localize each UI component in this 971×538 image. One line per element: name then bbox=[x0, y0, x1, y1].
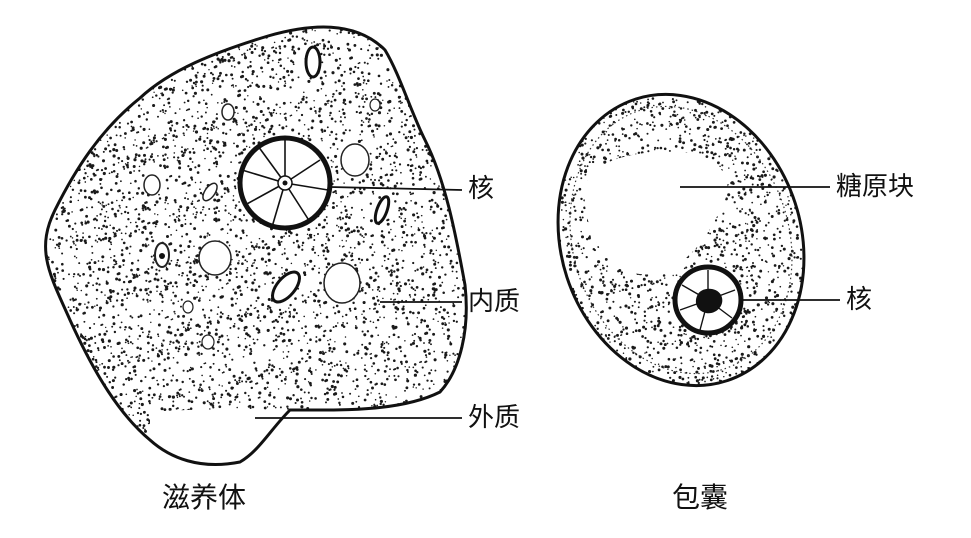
cyst-cell bbox=[521, 62, 841, 418]
label-ectoplasm: 外质 bbox=[468, 405, 520, 431]
label-glycogen: 糖原块 bbox=[836, 174, 914, 200]
trophozoite-nucleus bbox=[240, 138, 330, 228]
caption-trophozoite: 滋养体 bbox=[162, 484, 246, 512]
trophozoite-cell bbox=[34, 19, 476, 477]
cyst-nucleus bbox=[675, 267, 741, 333]
label-endoplasm: 内质 bbox=[468, 289, 520, 315]
glycogen-mass bbox=[585, 152, 728, 275]
label-cyst-nucleus: 核 bbox=[846, 287, 872, 313]
label-trophozoite-nucleus: 核 bbox=[468, 176, 494, 202]
caption-cyst: 包囊 bbox=[672, 484, 728, 512]
